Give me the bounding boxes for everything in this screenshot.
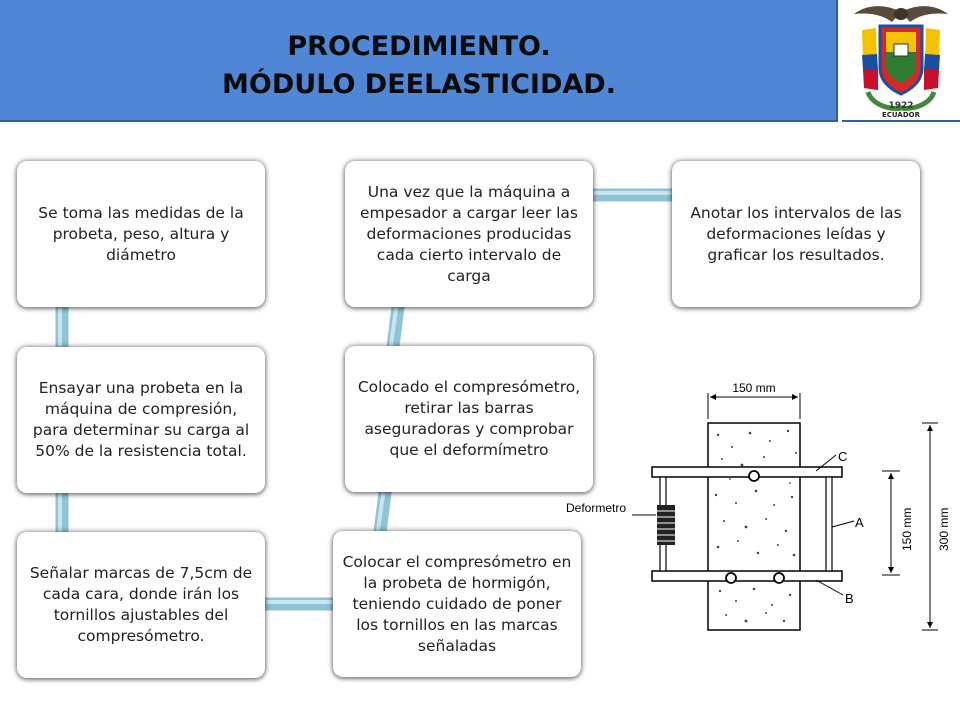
title-line-1: PROCEDIMIENTO. xyxy=(287,31,551,62)
dim-top-label: 150 mm xyxy=(732,381,775,395)
label-c: C xyxy=(838,449,847,464)
logo-country-text: ECUADOR xyxy=(882,111,921,119)
dim-mid-label: 150 mm xyxy=(900,508,914,551)
flow-step-4: Colocar el compresómetro en la probeta d… xyxy=(333,531,581,677)
slide-title: PROCEDIMIENTO. MÓDULO DEELASTICIDAD. xyxy=(0,28,838,104)
concrete-texture xyxy=(714,429,797,623)
flow-step-2: Ensayar una probeta en la máquina de com… xyxy=(17,347,265,493)
concrete-specimen xyxy=(707,422,801,631)
screw-bottom-left xyxy=(725,572,737,584)
flow-step-7: Anotar los intervalos de las deformacion… xyxy=(672,161,920,307)
screw-bottom-right xyxy=(773,572,785,584)
flow-step-3: Señalar marcas de 7,5cm de cada cara, do… xyxy=(17,532,265,678)
ecuador-coat-of-arms-icon: 1922 ECUADOR xyxy=(854,6,948,119)
screw-top xyxy=(748,470,760,482)
title-banner: PROCEDIMIENTO. MÓDULO DEELASTICIDAD. xyxy=(0,0,838,122)
flow-step-6: Una vez que la máquina a empesador a car… xyxy=(345,161,593,307)
compressometer-drawing: 150 mm Deformetro C A B 150 mm xyxy=(560,375,960,645)
upper-yoke xyxy=(651,466,843,478)
title-line-2: MÓDULO DEELASTICIDAD. xyxy=(222,69,616,100)
label-a: A xyxy=(855,515,864,530)
dim-full-label: 300 mm xyxy=(937,508,951,551)
deformeter-label: Deformetro xyxy=(566,501,626,515)
label-b: B xyxy=(845,591,854,606)
logo-year-text: 1922 xyxy=(888,101,913,111)
flow-step-5: Colocado el compresómetro, retirar las b… xyxy=(345,346,593,492)
flow-step-1: Se toma las medidas de la probeta, peso,… xyxy=(17,161,265,307)
lower-yoke xyxy=(651,570,843,582)
coat-of-arms-logo: 1922 ECUADOR xyxy=(842,0,960,122)
